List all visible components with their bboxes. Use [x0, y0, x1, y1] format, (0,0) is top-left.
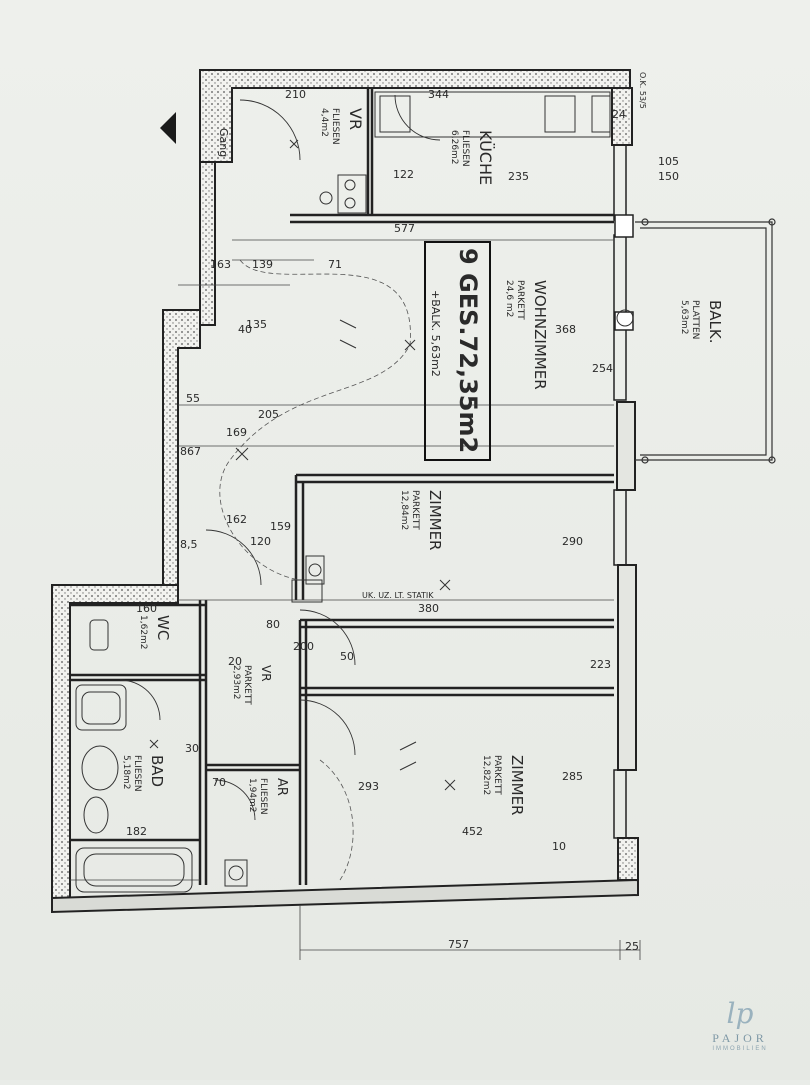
dimension-label: 25 — [625, 940, 639, 953]
dimension-label: 163 — [210, 258, 231, 271]
dimension-label: 160 — [136, 602, 157, 615]
dimension-label: 20 — [228, 655, 242, 668]
dimension-label: 55 — [186, 392, 200, 405]
room-label-vr-line-2: 4,4m2 — [319, 108, 329, 137]
brand-name: PAJOR — [712, 1031, 768, 1045]
total-area-line2: +BALK. 5,63m2 — [429, 290, 442, 377]
room-label-vr-line-1: FLIESEN — [330, 108, 340, 145]
brand-mark: lp — [726, 997, 754, 1030]
dimension-label: 105 — [658, 155, 679, 168]
door-swings — [119, 94, 441, 821]
dimension-label: 50 — [340, 650, 354, 663]
room-label-wc-line-0: WC — [154, 615, 172, 640]
dimension-label: 122 — [393, 168, 414, 181]
room-label-vr2-line-2: 2,93m2 — [231, 665, 241, 700]
electric-routing — [219, 259, 411, 881]
room-label-bad-line-0: BAD — [148, 755, 166, 787]
dimension-label: 205 — [258, 408, 279, 421]
dimension-label: 80 — [266, 618, 280, 631]
static-note: UK. UZ. LT. STATIK — [362, 591, 434, 600]
dimension-label: 867 — [180, 445, 201, 458]
right-facade — [613, 144, 637, 839]
dimension-label: 40 — [238, 323, 252, 336]
room-label-kueche-line-2: 6,26m2 — [449, 130, 459, 165]
dimension-label: 577 — [394, 222, 415, 235]
room-label-wohnzimmer-line-2: 24,6 m2 — [504, 280, 514, 317]
dimension-label: 120 — [250, 535, 271, 548]
interior-walls — [70, 88, 614, 885]
brand-subtitle: IMMOBILIEN — [712, 1046, 768, 1052]
room-label-ar-line-1: FLIESEN — [258, 778, 268, 815]
room-label-bad-line-2: 5,18m2 — [121, 755, 131, 790]
dimension-label: 139 — [252, 258, 273, 271]
dimension-label: 285 — [562, 770, 583, 783]
dimension-label: 380 — [418, 602, 439, 615]
room-labels: VRFLIESEN4,4m2KÜCHEFLIESEN6,26m2WOHNZIMM… — [121, 108, 724, 815]
dimension-label: 150 — [658, 170, 679, 183]
room-label-bad-line-1: FLIESEN — [132, 755, 142, 792]
dimension-label: 169 — [226, 426, 247, 439]
dimension-label: 235 — [508, 170, 529, 183]
room-label-balkon-line-2: 5,63m2 — [679, 300, 689, 335]
dimension-label: 8,5 — [180, 538, 198, 551]
room-label-zimmer1-line-0: ZIMMER — [426, 490, 444, 550]
dimension-label: 344 — [428, 88, 449, 101]
dimension-label: 71 — [328, 258, 342, 271]
dimension-label: 10 — [552, 840, 566, 853]
dimension-label: 159 — [270, 520, 291, 533]
brand-logo: lp PAJOR IMMOBILIEN — [690, 997, 790, 1053]
dimension-label: 24 — [612, 108, 626, 121]
dimension-label: 182 — [126, 825, 147, 838]
kitchen-fixtures — [291, 91, 634, 603]
entrance-arrow-icon — [160, 112, 176, 144]
dimension-label: 757 — [448, 938, 469, 951]
room-label-wohnzimmer-line-0: WOHNZIMMER — [531, 280, 549, 390]
dimension-label: 290 — [562, 535, 583, 548]
construction-lines — [70, 239, 641, 960]
dimension-label: 452 — [462, 825, 483, 838]
room-label-zimmer2-line-1: PARKETT — [492, 755, 502, 795]
total-area-line1: 9 GES.72,35m2 — [454, 248, 482, 453]
dimension-label: 200 — [293, 640, 314, 653]
gang-label: Gang — [217, 128, 230, 157]
room-label-wohnzimmer-line-1: PARKETT — [515, 280, 525, 320]
room-label-balkon-line-0: BALK. — [706, 300, 724, 344]
ceiling-markers — [149, 139, 456, 791]
exterior-walls — [51, 69, 639, 914]
top-code-label: O.K. 53/5 — [638, 72, 647, 109]
room-label-kueche-line-0: KÜCHE — [476, 130, 495, 185]
balcony-outline — [635, 218, 776, 464]
dimension-label: 254 — [592, 362, 613, 375]
room-label-zimmer2-line-2: 12,82m2 — [481, 755, 491, 795]
room-label-vr2-line-1: PARKETT — [242, 665, 252, 705]
dimension-label: 293 — [358, 780, 379, 793]
room-label-wc-line-1: 1,62m2 — [138, 615, 148, 650]
room-label-zimmer1-line-1: PARKETT — [410, 490, 420, 530]
room-label-ar-line-0: AR — [274, 778, 289, 796]
room-label-balkon-line-1: PLATTEN — [690, 300, 700, 339]
dimension-label: 368 — [555, 323, 576, 336]
room-label-vr2-line-0: VR — [259, 665, 273, 682]
room-label-ar-line-2: 1,94m2 — [247, 778, 257, 813]
dimension-label: 162 — [226, 513, 247, 526]
room-label-zimmer1-line-2: 12,84m2 — [399, 490, 409, 530]
dimension-label: 135 — [246, 318, 267, 331]
dimension-label: 30 — [185, 742, 199, 755]
room-label-vr-line-0: VR — [346, 108, 365, 130]
dimension-label: 70 — [212, 776, 226, 789]
dimension-label: 210 — [285, 88, 306, 101]
dimension-label: 223 — [590, 658, 611, 671]
total-area-box — [424, 241, 491, 461]
bathroom-fixtures — [75, 619, 248, 893]
room-label-zimmer2-line-0: ZIMMER — [508, 755, 526, 815]
room-label-kueche-line-1: FLIESEN — [460, 130, 470, 167]
